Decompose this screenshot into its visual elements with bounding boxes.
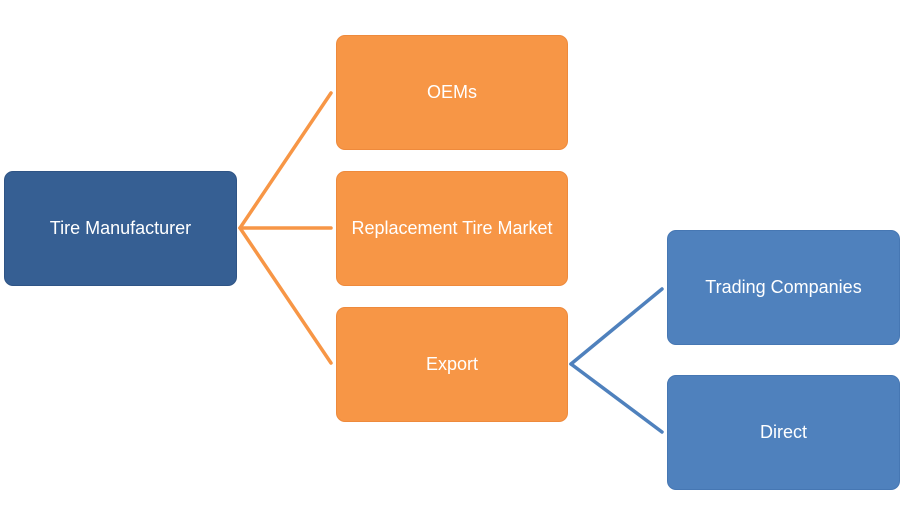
connector-root-to-export [238,226,333,365]
node-replacement-tire-market: Replacement Tire Market [336,171,568,286]
node-direct: Direct [667,375,900,490]
connector-export-to-trading [569,287,664,366]
node-export: Export [336,307,568,422]
node-oems: OEMs [336,35,568,150]
node-tire-manufacturer: Tire Manufacturer [4,171,237,286]
connector-export-to-direct [569,362,664,434]
node-oems-label: OEMs [426,82,477,102]
node-export-label: Export [425,354,479,374]
node-tire-manufacturer-label: Tire Manufacturer [49,218,192,238]
node-trading-companies-label: Trading Companies [705,277,862,297]
node-trading-companies: Trading Companies [667,230,900,345]
node-replacement-tire-market-label: Replacement Tire Market [351,218,553,238]
node-direct-label: Direct [759,422,807,442]
connector-root-to-oems [238,91,333,230]
